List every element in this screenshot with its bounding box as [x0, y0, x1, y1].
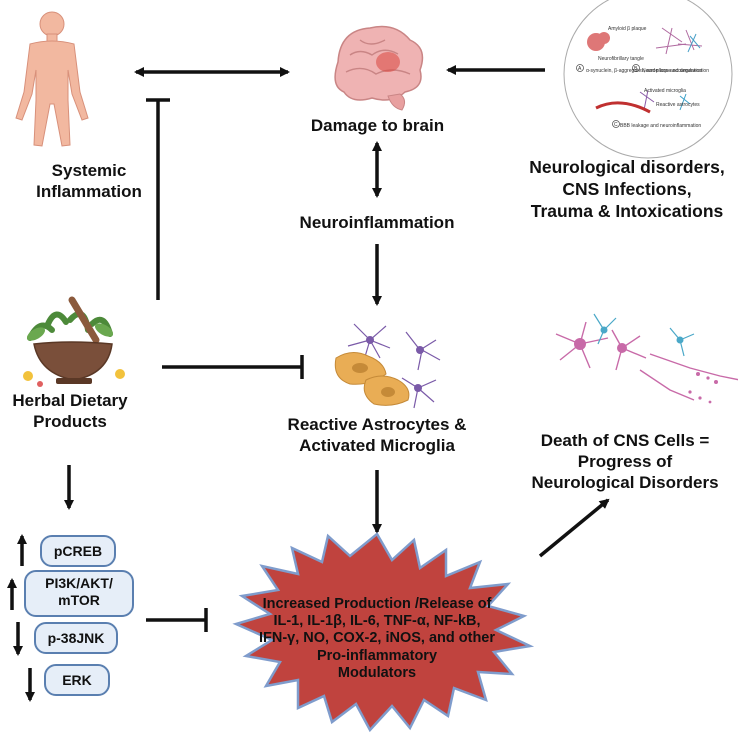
inset-label-tangle: Neurofibrillary tangle	[598, 56, 644, 62]
death-cns-cells-label: Death of CNS Cells = Progress of Neurolo…	[531, 431, 719, 492]
neuroinflammation-label: Neuroinflammation	[299, 213, 455, 232]
inset-marker-b: B	[634, 66, 638, 72]
pathway-erk: ERK	[44, 664, 110, 696]
neurological-disorders-label: Neurological disorders, CNS Infections, …	[529, 157, 725, 221]
inset-label-neuron-loss: Neuron loss and degeneration	[642, 68, 709, 74]
pathway-p38jnk: p-38JNK	[34, 622, 118, 654]
herbal-products-label: Herbal Dietary Products	[12, 391, 128, 431]
herbal-mortar-icon	[23, 296, 125, 387]
pathway-pi3k-akt-mtor: PI3K/AKT/ mTOR	[24, 570, 134, 617]
cytokine-release-label: Increased Production /Release of IL-1, I…	[258, 596, 496, 681]
connectors	[6, 65, 610, 702]
inset-label-synuclein: α-synuclein, β-aggregates, and plaque ac…	[586, 68, 702, 74]
inset-marker-c: C	[614, 122, 618, 128]
systemic-inflammation-label: Systemic Inflammation	[36, 161, 142, 201]
inhibit-pathways-cytokines	[146, 608, 208, 632]
cytokine-starburst	[232, 532, 535, 733]
inhibit-herbal-reactive	[162, 355, 304, 379]
inset-label-amyloid: Amyloid β plaque	[608, 26, 647, 32]
inset-label-bbb: BBB leakage and neuroinflammation	[620, 123, 701, 129]
brain-icon	[334, 25, 424, 111]
inset-label-astrocytes: Reactive astrocytes	[656, 102, 700, 108]
pathway-pcreb: pCREB	[40, 535, 116, 567]
arrow-cytokines-death	[538, 498, 610, 558]
damage-to-brain-label: Damage to brain	[310, 116, 445, 135]
inhibit-herbal-systemic	[146, 98, 170, 300]
pathology-inset-icon: A B C Amyloid β plaque Neurofibrillary t…	[563, 0, 733, 159]
inset-label-microglia: Activated microglia	[644, 88, 686, 94]
inset-marker-a: A	[578, 66, 582, 72]
dying-neurons-icon	[555, 313, 738, 404]
glial-cells-icon	[334, 323, 441, 409]
reactive-astrocytes-label: Reactive Astrocytes & Activated Microgli…	[287, 415, 467, 455]
human-body-icon	[15, 11, 89, 147]
